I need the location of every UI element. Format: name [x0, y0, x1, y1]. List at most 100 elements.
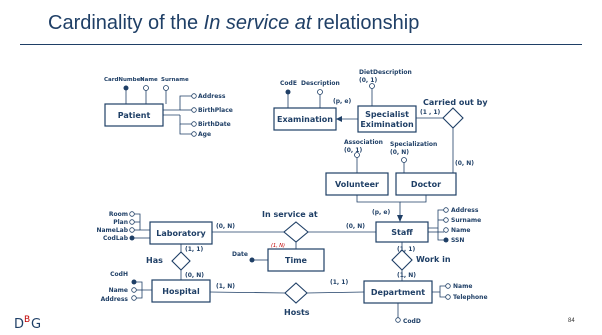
doctor-label: Doctor [411, 180, 441, 189]
relationship-in-service-at [283, 221, 309, 243]
entity-patient: Patient [104, 103, 164, 127]
attr-patient-surname: Surname [161, 77, 189, 83]
card-doctor-carried: (0, N) [455, 160, 474, 167]
birthdate-attr-dot [191, 121, 197, 127]
attr-telephone: Telephone [453, 294, 488, 301]
generalization-exam-arrow [336, 116, 342, 122]
attr-ssn: SSN [451, 237, 464, 244]
specialization-attr-dot [401, 157, 407, 163]
laboratory-left-attributes [134, 213, 150, 239]
entity-laboratory: Laboratory [149, 221, 213, 245]
codlab-key-dot [129, 235, 135, 241]
carried-out-by-label: Carried out by [423, 98, 488, 107]
address-attr-dot [191, 93, 197, 99]
attr-hospital-name: Name [109, 287, 128, 294]
department-name-dot [445, 283, 451, 289]
has-label: Has [146, 256, 163, 265]
association-attr-dot [354, 152, 360, 158]
ssn-key-dot [443, 237, 449, 243]
hospital-address-dot [131, 295, 137, 301]
card-department-hosts: (1, 1) [330, 279, 348, 286]
attr-staff-surname: Surname [451, 217, 481, 224]
attr-namelab: NameLab [96, 227, 128, 234]
slide-title: Cardinality of the In service at relatio… [48, 12, 419, 35]
age-attr-dot [191, 131, 197, 137]
hospital-name-dot [131, 287, 137, 293]
date-key-dot [249, 257, 255, 263]
card-exam-gen: (p, e) [333, 98, 351, 105]
attr-patient-name: Name [140, 77, 158, 83]
hosts-label: Hosts [284, 308, 310, 317]
svg-text:B: B [24, 315, 30, 325]
staff-right-attributes [428, 209, 444, 241]
card-hospital-hosts: (1, N) [216, 283, 235, 290]
department-telephone-dot [445, 294, 451, 300]
in-service-at-label: In service at [262, 210, 318, 219]
card-lab-has: (1, 1) [185, 246, 203, 253]
attr-exam-description: Description [301, 80, 340, 87]
namelab-attr-dot [129, 227, 135, 233]
card-specialization: (0, N) [390, 149, 409, 156]
entity-volunteer: Volunteer [325, 172, 389, 196]
patient-label: Patient [118, 111, 151, 120]
title-italic: In service at [203, 12, 312, 34]
attr-codh: CodH [110, 271, 128, 278]
relationship-hosts [284, 282, 308, 304]
entity-examination: Examination [273, 107, 337, 131]
card-staff-gen: (p, e) [372, 209, 390, 216]
attr-cardnumber: CardNumber [104, 77, 143, 83]
birthplace-attr-dot [191, 107, 197, 113]
entity-hospital: Hospital [151, 279, 211, 303]
staff-generalization-lines [356, 195, 427, 217]
relationship-carried-out-by [442, 107, 464, 129]
title-bar: Cardinality of the In service at relatio… [0, 0, 602, 44]
department-right-attributes [432, 285, 446, 298]
svg-text:G: G [31, 317, 41, 331]
attr-codd: CodD [403, 318, 421, 325]
codd-key-dot [395, 317, 401, 323]
volunteer-label: Volunteer [335, 180, 379, 189]
attr-date: Date [232, 251, 248, 258]
attr-department-name: Name [453, 283, 472, 290]
name-attr-dot [143, 85, 149, 91]
page-number: 84 [568, 318, 575, 324]
attr-association: Association [344, 139, 383, 146]
card-lab-service: (0, N) [216, 223, 235, 230]
attr-age: Age [198, 131, 211, 138]
staff-address-dot [443, 207, 449, 213]
attr-codlab: CodLab [103, 235, 129, 242]
surname-attr-dot [163, 85, 169, 91]
staff-generalization-arrow [397, 215, 403, 222]
svg-text:D: D [14, 317, 24, 331]
time-label: Time [285, 256, 308, 265]
card-time-service: (1, N) [271, 243, 285, 249]
code-key-dot [285, 89, 291, 95]
laboratory-label: Laboratory [156, 229, 206, 238]
hospital-left-attributes [136, 281, 152, 299]
attr-hospital-address: Address [101, 296, 129, 303]
patient-right-attributes [163, 95, 192, 135]
entity-staff: Staff [375, 221, 429, 243]
room-attr-dot [129, 211, 135, 217]
staff-name-dot [443, 227, 449, 233]
specialist-label-line1: Specialist [365, 110, 409, 119]
title-prefix: Cardinality of the [48, 12, 204, 34]
attr-staff-name: Name [451, 227, 470, 234]
plan-attr-dot [129, 219, 135, 225]
entity-specialist-examination: Specialist Eximination [357, 105, 417, 133]
attr-plan: Plan [113, 219, 128, 226]
card-diet: (0, 1) [359, 77, 377, 84]
cardnumber-key-dot [123, 85, 129, 91]
attr-birthplace: BirthPlace [198, 107, 233, 114]
card-association: (0, 1) [344, 147, 362, 154]
staff-surname-dot [443, 217, 449, 223]
title-divider [20, 44, 582, 45]
codh-key-dot [131, 279, 137, 285]
card-hospital-has: (0, N) [185, 272, 204, 279]
attr-specialization: Specialization [390, 141, 437, 148]
title-suffix: relationship [311, 12, 420, 34]
description-attr-dot [317, 89, 323, 95]
card-staff-work: (1, 1) [397, 246, 415, 253]
attr-code: CodE [280, 80, 297, 87]
examination-label: Examination [277, 115, 333, 124]
